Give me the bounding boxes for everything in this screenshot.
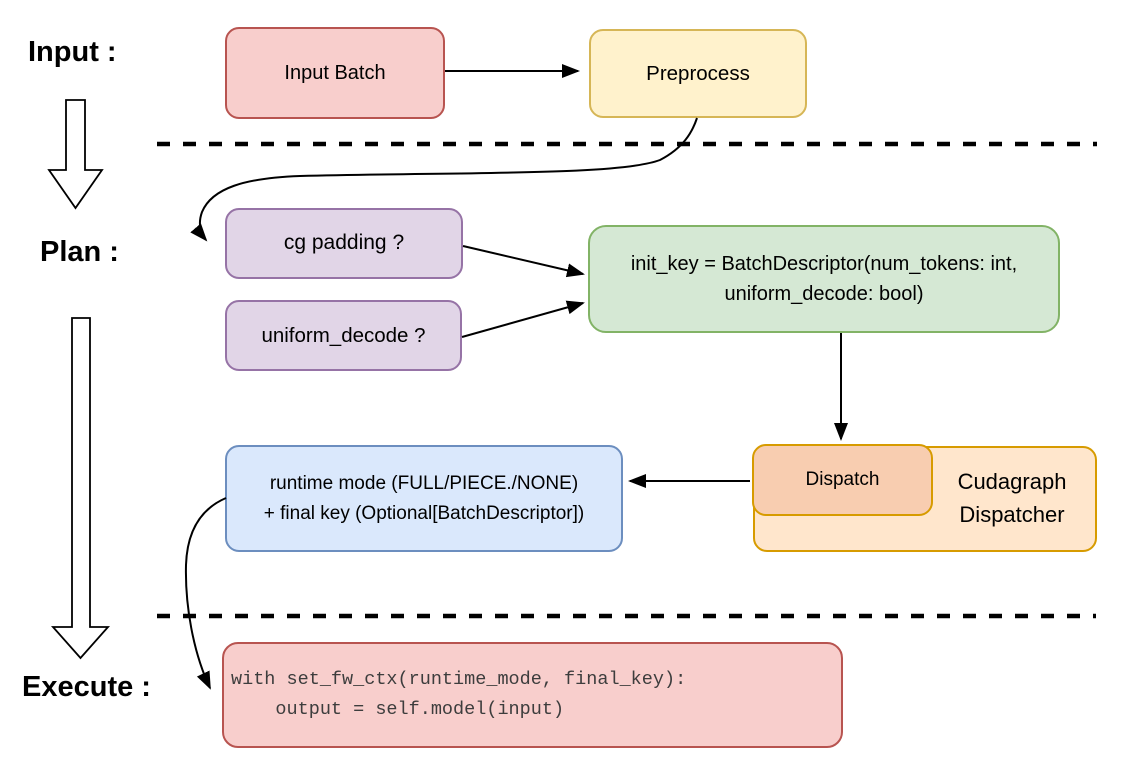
node-execute-code-line1: with set_fw_ctx(runtime_mode, final_key)… — [231, 669, 687, 690]
node-dispatch-label: Dispatch — [805, 469, 880, 491]
node-runtime-mode: runtime mode (FULL/PIECE./NONE) + final … — [225, 445, 623, 552]
stage-label-input: Input : — [28, 36, 117, 68]
node-execute-code: with set_fw_ctx(runtime_mode, final_key)… — [222, 642, 843, 748]
node-execute-code-line2: output = self.model(input) — [231, 699, 565, 720]
plan-to-execute-arrow-icon — [50, 317, 111, 660]
connector-uniformdecode-initkey — [461, 300, 585, 338]
node-runtime-mode-line2: + final key (Optional[BatchDescriptor]) — [263, 502, 585, 524]
node-init-key-line1: init_key = BatchDescriptor(num_tokens: i… — [630, 253, 1018, 275]
node-preprocess: Preprocess — [589, 29, 807, 118]
node-uniform-decode-label: uniform_decode ? — [261, 323, 426, 347]
node-cg-padding: cg padding ? — [225, 208, 463, 279]
node-uniform-decode: uniform_decode ? — [225, 300, 462, 371]
node-runtime-mode-line1: runtime mode (FULL/PIECE./NONE) — [269, 472, 579, 494]
node-preprocess-label: Preprocess — [646, 61, 750, 85]
node-cudagraph-dispatcher-label: Cudagraph Dispatcher — [957, 469, 1067, 527]
node-input-batch-label: Input Batch — [284, 61, 386, 84]
stage-label-plan: Plan : — [40, 236, 119, 268]
node-cg-padding-label: cg padding ? — [283, 231, 405, 255]
node-init-key-line2: uniform_decode: bool) — [724, 283, 924, 305]
connector-runtimemode-executecode — [184, 497, 227, 690]
node-init-key: init_key = BatchDescriptor(num_tokens: i… — [588, 225, 1060, 333]
stage-label-execute: Execute : — [22, 671, 151, 703]
input-to-plan-arrow-icon — [47, 99, 104, 210]
connector-cgpadding-initkey — [462, 245, 585, 278]
node-input-batch: Input Batch — [225, 27, 445, 119]
node-dispatch: Dispatch — [752, 444, 933, 516]
